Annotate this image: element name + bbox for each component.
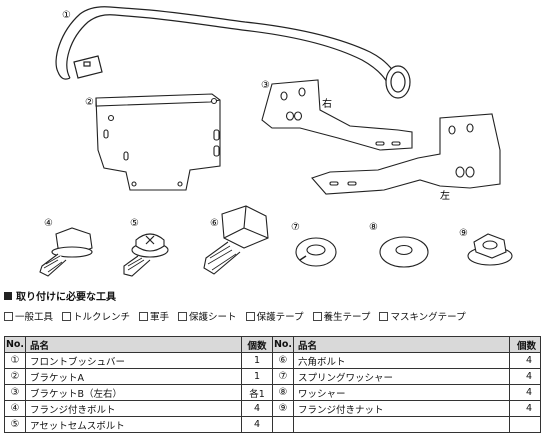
part-no: ⑨ bbox=[272, 400, 294, 417]
callout-3: ③ bbox=[261, 80, 270, 91]
tools-heading-text: 取り付けに必要な工具 bbox=[16, 292, 116, 303]
tool-item: 保護シート bbox=[178, 309, 237, 323]
part-name: スプリングワッシャー bbox=[293, 368, 510, 385]
part-no: ① bbox=[4, 352, 26, 369]
header-no: No. bbox=[272, 336, 294, 353]
part-qty: 1 bbox=[241, 368, 273, 385]
part-no: ⑧ bbox=[272, 384, 294, 401]
tool-item: マスキングテープ bbox=[379, 309, 466, 323]
part-name: フランジ付きボルト bbox=[25, 400, 242, 417]
checkbox-icon bbox=[62, 311, 72, 321]
part-no: ⑤ bbox=[4, 416, 26, 433]
bracket-b-right-drawing bbox=[261, 79, 413, 151]
push-bar-drawing bbox=[55, 6, 411, 99]
part-qty: 4 bbox=[509, 352, 541, 369]
header-qty: 個数 bbox=[509, 336, 541, 353]
table-row: ③ ブラケットB（左右） 各1 ⑧ ワッシャー 4 bbox=[4, 384, 541, 401]
table-header-row: No. 品名 個数 No. 品名 個数 bbox=[4, 336, 541, 353]
callout-4: ④ bbox=[44, 218, 53, 229]
part-name: ワッシャー bbox=[293, 384, 510, 401]
hex-bolt-drawing bbox=[203, 205, 269, 275]
part-qty: 4 bbox=[241, 400, 273, 417]
bracket-a-drawing bbox=[95, 93, 221, 191]
header-qty: 個数 bbox=[241, 336, 273, 353]
part-no: ⑦ bbox=[272, 368, 294, 385]
part-name: ブラケットB（左右） bbox=[25, 384, 242, 401]
callout-6: ⑥ bbox=[210, 218, 219, 229]
part-qty: 4 bbox=[509, 368, 541, 385]
washer-drawing bbox=[379, 236, 429, 268]
parts-illustration: ① ② ③ 右 左 ④ ⑤ bbox=[39, 6, 513, 277]
part-name: フロントブッシュバー bbox=[25, 352, 242, 369]
sems-bolt-drawing bbox=[123, 233, 169, 277]
checkbox-icon bbox=[379, 311, 389, 321]
tool-item: トルクレンチ bbox=[62, 309, 130, 323]
header-name: 品名 bbox=[25, 336, 242, 353]
spring-washer-drawing bbox=[295, 237, 337, 267]
tool-item: 養生テープ bbox=[312, 309, 370, 323]
table-row: ⑤ アセットセムスボルト 4 bbox=[4, 416, 541, 433]
part-qty: 各1 bbox=[241, 384, 273, 401]
flange-bolt-drawing bbox=[39, 227, 93, 277]
header-name: 品名 bbox=[293, 336, 510, 353]
checkbox-icon bbox=[139, 311, 149, 321]
checkbox-icon bbox=[245, 311, 255, 321]
callout-2: ② bbox=[85, 97, 94, 108]
table-row: ④ フランジ付きボルト 4 ⑨ フランジ付きナット 4 bbox=[4, 400, 541, 417]
label-left: 左 bbox=[440, 189, 450, 202]
checkbox-icon bbox=[178, 311, 188, 321]
tools-heading: 取り付けに必要な工具 bbox=[4, 288, 116, 303]
heading-square-icon bbox=[4, 291, 12, 300]
callout-8: ⑧ bbox=[369, 222, 378, 233]
checkbox-icon bbox=[312, 311, 322, 321]
flange-nut-drawing bbox=[467, 233, 513, 266]
part-qty: 4 bbox=[509, 400, 541, 417]
tool-item: 一般工具 bbox=[4, 309, 53, 323]
header-no: No. bbox=[4, 336, 26, 353]
part-no bbox=[272, 416, 294, 433]
tools-list: 一般工具 トルクレンチ 軍手 保護シート 保護テープ 養生テープ マスキングテー… bbox=[4, 309, 466, 323]
part-name: アセットセムスボルト bbox=[25, 416, 242, 433]
table-row: ② ブラケットA 1 ⑦ スプリングワッシャー 4 bbox=[4, 368, 541, 385]
part-no: ③ bbox=[4, 384, 26, 401]
part-name: フランジ付きナット bbox=[293, 400, 510, 417]
parts-table: No. 品名 個数 No. 品名 個数 ① フロントブッシュバー 1 ⑥ 六角ボ… bbox=[4, 336, 541, 433]
checkbox-icon bbox=[4, 311, 13, 321]
part-qty: 4 bbox=[509, 384, 541, 401]
part-no: ④ bbox=[4, 400, 26, 417]
part-no: ⑥ bbox=[272, 352, 294, 369]
part-name: ブラケットA bbox=[25, 368, 242, 385]
bracket-b-left-drawing bbox=[311, 113, 501, 195]
callout-5: ⑤ bbox=[130, 218, 139, 229]
tool-item: 軍手 bbox=[139, 309, 169, 323]
part-no: ② bbox=[4, 368, 26, 385]
part-qty: 1 bbox=[241, 352, 273, 369]
part-qty: 4 bbox=[241, 416, 273, 433]
part-name: 六角ボルト bbox=[293, 352, 510, 369]
callout-7: ⑦ bbox=[291, 222, 300, 233]
callout-9: ⑨ bbox=[459, 228, 468, 239]
part-qty bbox=[509, 416, 541, 433]
part-name bbox=[293, 416, 510, 433]
tool-item: 保護テープ bbox=[245, 309, 304, 323]
table-row: ① フロントブッシュバー 1 ⑥ 六角ボルト 4 bbox=[4, 352, 541, 369]
callout-1: ① bbox=[62, 10, 71, 21]
label-right: 右 bbox=[322, 97, 332, 110]
